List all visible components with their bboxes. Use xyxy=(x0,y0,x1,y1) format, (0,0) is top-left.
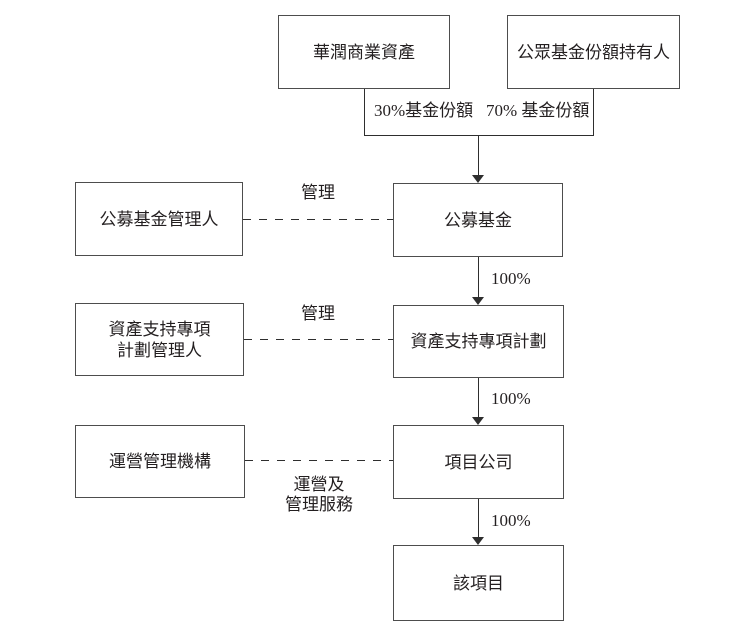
edge-label-manage-plan: 管理 xyxy=(301,304,335,323)
node-public-fund-manager-label: 公募基金管理人 xyxy=(99,209,219,229)
node-abs-plan-manager: 資產支持專項 計劃管理人 xyxy=(75,303,244,376)
connector-plan-to-company-line xyxy=(478,378,479,418)
node-public-fund-unit-holders: 公眾基金份額持有人 xyxy=(507,15,680,89)
node-the-project: 該項目 xyxy=(393,545,564,621)
connector-top-join-line xyxy=(364,135,594,136)
node-abs-plan-manager-label: 資產支持專項 計劃管理人 xyxy=(108,319,211,360)
node-the-project-label: 該項目 xyxy=(453,573,504,593)
arrow-into-abs-plan xyxy=(472,297,484,305)
arrow-into-public-fund xyxy=(472,175,484,183)
node-public-fund-label: 公募基金 xyxy=(444,210,512,230)
connector-company-to-project-line xyxy=(478,499,479,538)
node-crc-commercial-assets: 華潤商業資產 xyxy=(278,15,450,89)
node-operations-manager-label: 運營管理機構 xyxy=(109,452,211,471)
node-operations-manager: 運營管理機構 xyxy=(75,425,245,498)
connector-holders-drop-line xyxy=(593,89,594,135)
node-public-fund-manager: 公募基金管理人 xyxy=(75,182,243,256)
connector-ops-services-dashed-line xyxy=(245,460,393,461)
edge-label-70pct-fund-units: 70% 基金份額 xyxy=(486,101,590,120)
node-public-fund-unit-holders-label: 公眾基金份額持有人 xyxy=(517,42,670,62)
connector-manage-fund-dashed-line xyxy=(243,219,393,220)
node-public-fund: 公募基金 xyxy=(393,183,563,257)
edge-label-ownership-100pct-1: 100% xyxy=(491,269,531,288)
edge-label-30pct-fund-units: 30%基金份額 xyxy=(374,101,474,120)
node-crc-commercial-assets-label: 華潤商業資產 xyxy=(313,42,415,62)
edge-label-ownership-100pct-3: 100% xyxy=(491,511,531,530)
connector-crc-drop-line xyxy=(364,89,365,135)
node-project-company: 項目公司 xyxy=(393,425,564,499)
arrow-into-project-company xyxy=(472,417,484,425)
connector-join-to-fund-line xyxy=(478,135,479,176)
edge-label-ownership-100pct-2: 100% xyxy=(491,389,531,408)
node-project-company-label: 項目公司 xyxy=(444,452,513,472)
connector-manage-plan-dashed-line xyxy=(244,339,393,340)
edge-label-manage-fund: 管理 xyxy=(301,183,335,202)
arrow-into-the-project xyxy=(472,537,484,545)
node-abs-plan: 資產支持專項計劃 xyxy=(393,305,564,378)
edge-label-ops-services: 運營及 管理服務 xyxy=(285,475,353,514)
node-abs-plan-label: 資產支持專項計劃 xyxy=(410,332,547,351)
connector-fund-to-plan-line xyxy=(478,257,479,298)
